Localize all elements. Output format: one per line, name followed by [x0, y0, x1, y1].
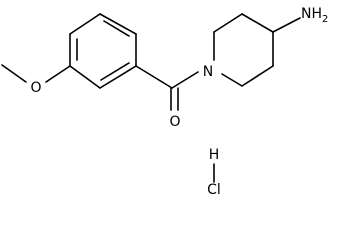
chemical-structure: O O N NH2 H Cl: [1, 6, 328, 197]
methoxy-group: [1, 64, 71, 83]
hydrogen-label: H: [209, 147, 220, 163]
chlorine-label: Cl: [207, 182, 221, 197]
carbonyl-oxygen-label: O: [169, 114, 180, 130]
methoxy-oxygen-label: O: [30, 80, 41, 96]
amine-label: NH2: [301, 6, 328, 25]
amine-bond: [272, 17, 301, 33]
carbonyl-group: [135, 65, 199, 111]
amine-nh-text: NH: [301, 6, 322, 22]
amine-subscript: 2: [322, 14, 328, 25]
benzene-ring: [69, 13, 137, 89]
piperidine-ring: [213, 13, 274, 87]
ring-nitrogen-label: N: [203, 64, 213, 80]
